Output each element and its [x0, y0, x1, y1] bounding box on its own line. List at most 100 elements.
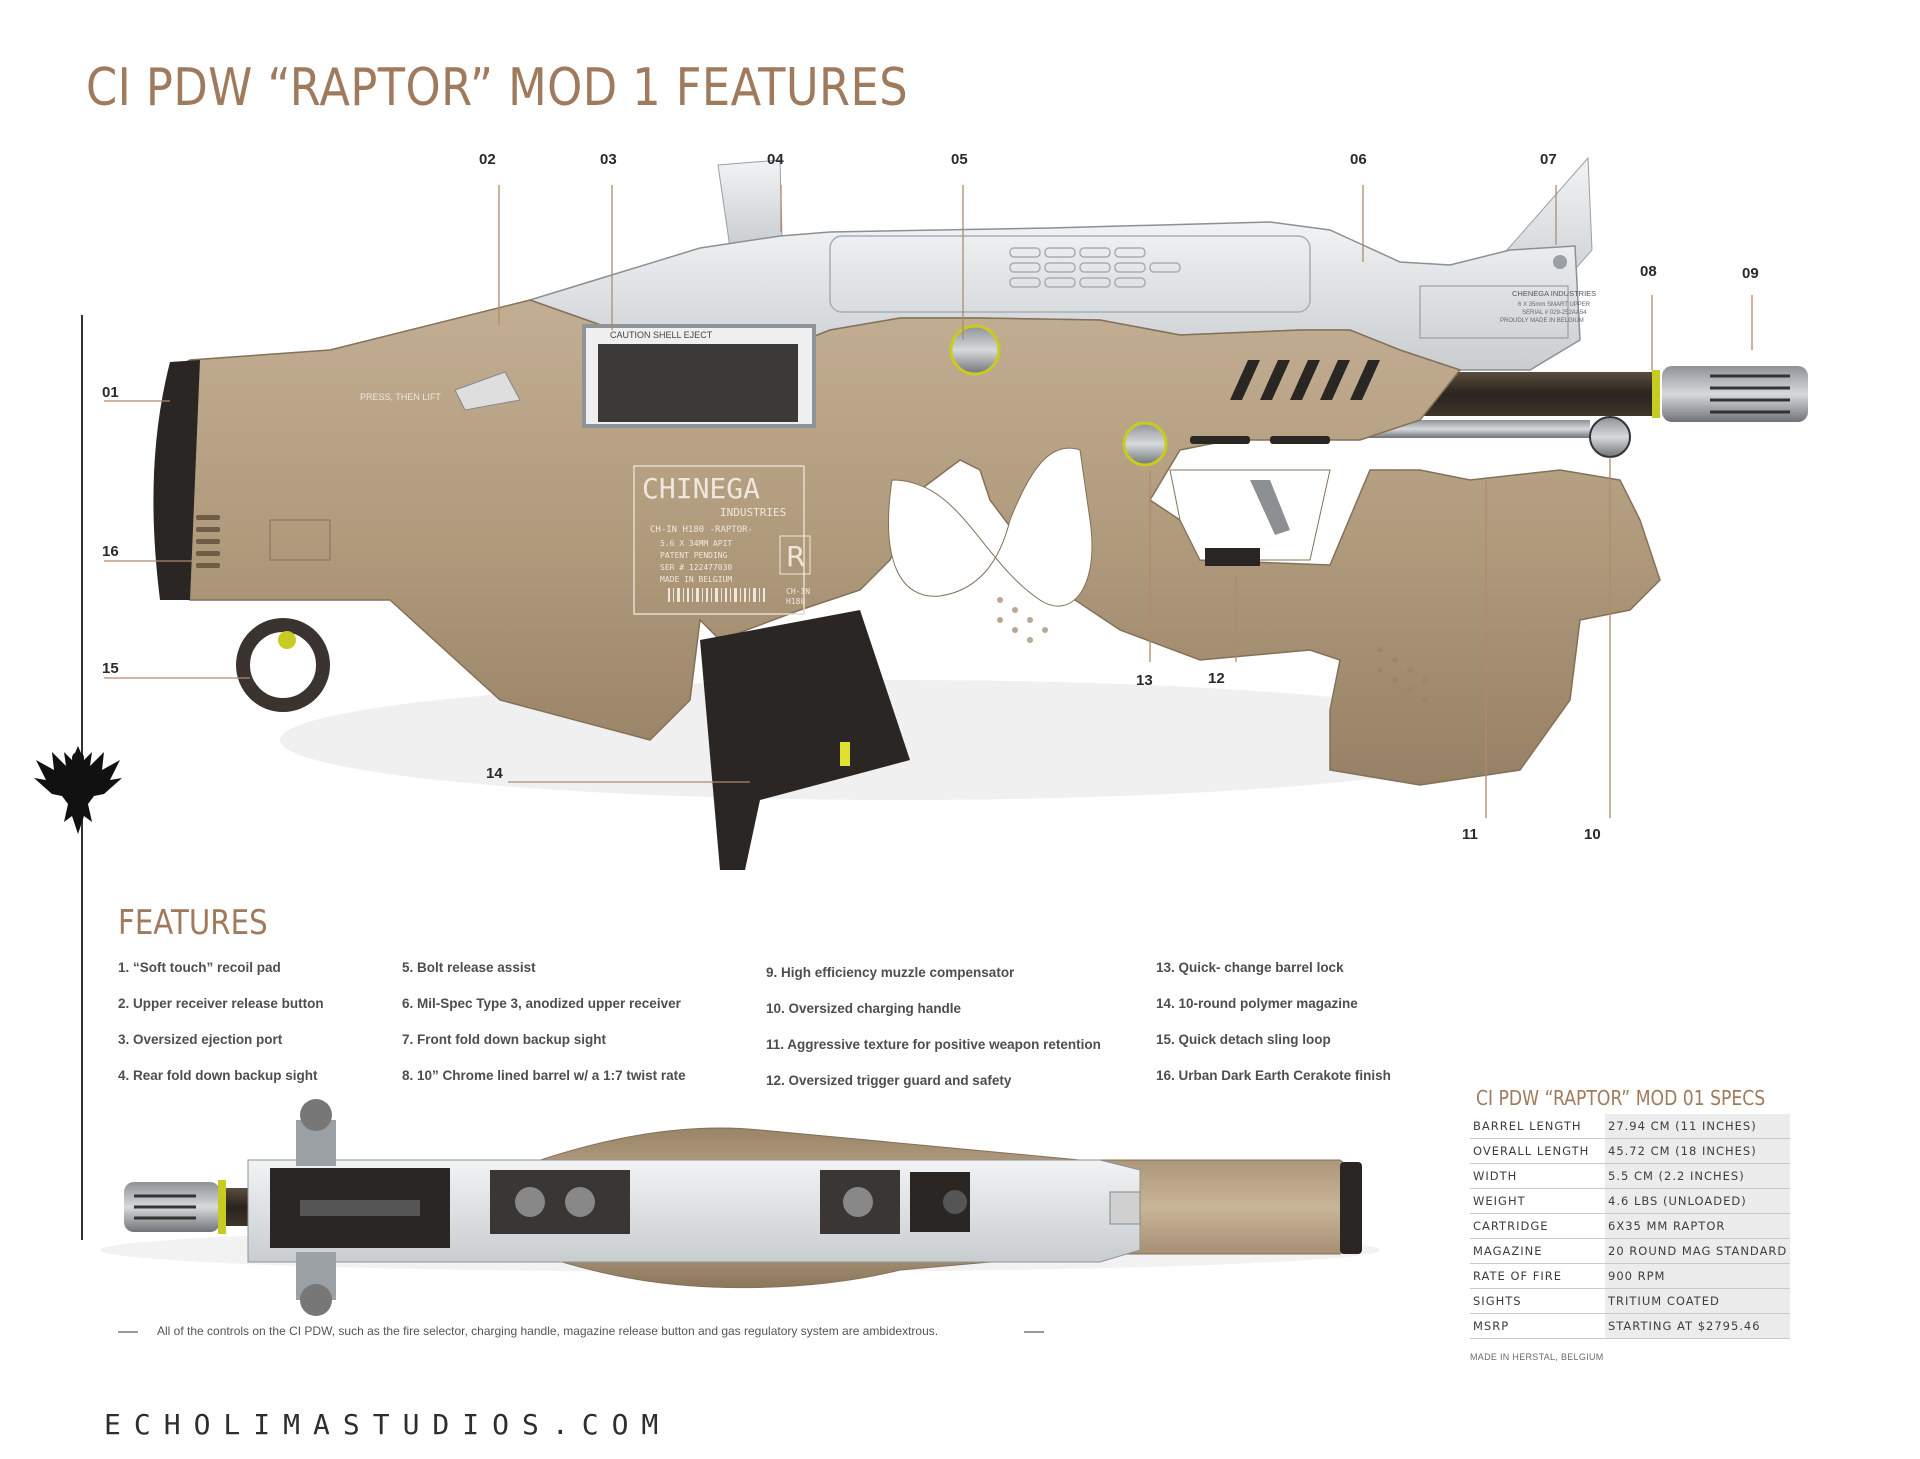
feature-item: 4. Rear fold down backup sight — [118, 1068, 318, 1083]
brand-engraving: CHINEGA — [642, 472, 760, 505]
feature-item: 12. Oversized trigger guard and safety — [766, 1073, 1012, 1088]
callout-14: 14 — [486, 765, 503, 782]
specs-title: CI PDW “RAPTOR” MOD 01 SPECS — [1476, 1086, 1766, 1110]
muzzle-compensator — [1662, 366, 1808, 422]
features-column-4: 13. Quick- change barrel lock 14. 10-rou… — [1156, 958, 1391, 1102]
upper-brand-text: CHENEGA INDUSTRIES — [1512, 289, 1596, 298]
callout-02: 02 — [479, 151, 496, 168]
feature-item: 16. Urban Dark Earth Cerakote finish — [1156, 1068, 1391, 1083]
sling-loop — [236, 618, 330, 712]
spec-value: 900 RPM — [1605, 1263, 1790, 1289]
caution-text: CAUTION SHELL EJECT — [610, 330, 713, 340]
spec-value: 6X35 MM RAPTOR — [1605, 1213, 1790, 1239]
upper-line1-text: 6 X 35mm SMART UPPER — [1518, 302, 1591, 308]
rear-backup-sight — [717, 159, 783, 249]
spec-label: WIDTH — [1470, 1163, 1605, 1189]
callout-06: 06 — [1350, 151, 1367, 168]
upper-serial-plate — [1419, 285, 1569, 339]
caliber-engraving: 5.6 X 34MM APIT — [660, 539, 732, 548]
feature-item: 13. Quick- change barrel lock — [1156, 960, 1344, 975]
callout-05: 05 — [951, 151, 968, 168]
industries-engraving: INDUSTRIES — [720, 506, 786, 519]
callout-11: 11 — [1462, 826, 1478, 843]
feature-item: 10. Oversized charging handle — [766, 1001, 962, 1016]
feature-item: 15. Quick detach sling loop — [1156, 1032, 1331, 1047]
side-view: CHENEGA INDUSTRIES 6 X 35mm SMART UPPER … — [153, 156, 1808, 870]
callout-07: 07 — [1540, 151, 1557, 168]
spec-label: BARREL LENGTH — [1470, 1114, 1605, 1139]
spec-label: CARTRIDGE — [1470, 1213, 1605, 1239]
spec-label: MAGAZINE — [1470, 1238, 1605, 1264]
page-title: CI PDW “RAPTOR” MOD 1 FEATURES — [86, 58, 909, 118]
leader-lines — [104, 185, 1753, 818]
upper-line2-text: SERIAL # 029-252AA54 — [1522, 310, 1587, 316]
stock-vents — [196, 515, 220, 568]
callout-08: 08 — [1640, 263, 1657, 280]
charging-handle — [1589, 416, 1631, 458]
ambidextrous-note: All of the controls on the CI PDW, such … — [157, 1324, 939, 1338]
lower-vents — [1190, 360, 1380, 444]
callout-09: 09 — [1742, 265, 1759, 282]
feature-item: 6. Mil-Spec Type 3, anodized upper recei… — [402, 996, 681, 1011]
callout-12: 12 — [1208, 670, 1225, 687]
spec-value: 4.6 LBS (UNLOADED) — [1605, 1188, 1790, 1214]
spec-label: SIGHTS — [1470, 1288, 1605, 1314]
feature-item: 5. Bolt release assist — [402, 960, 536, 975]
features-column-2: 5. Bolt release assist 6. Mil-Spec Type … — [402, 958, 686, 1102]
callout-03: 03 — [600, 151, 617, 168]
spec-value: 20 ROUND MAG STANDARD — [1605, 1238, 1790, 1264]
feature-item: 8. 10” Chrome lined barrel w/ a 1:7 twis… — [402, 1068, 686, 1083]
barrel-lock — [1122, 421, 1168, 467]
features-heading: FEATURES — [118, 903, 268, 943]
callout-15: 15 — [102, 660, 119, 677]
feature-item: 11. Aggressive texture for positive weap… — [766, 1037, 1101, 1052]
press-then-lift-text: PRESS, THEN LIFT — [360, 392, 441, 402]
feature-item: 9. High efficiency muzzle compensator — [766, 965, 1015, 980]
feature-item: 1. “Soft touch” recoil pad — [118, 960, 281, 975]
features-column-1: 1. “Soft touch” recoil pad 2. Upper rece… — [118, 958, 324, 1102]
feature-item: 14. 10-round polymer magazine — [1156, 996, 1358, 1011]
eagle-logo-icon — [34, 746, 122, 834]
spec-value: 5.5 CM (2.2 INCHES) — [1605, 1163, 1790, 1189]
callout-10: 10 — [1584, 826, 1601, 843]
website-url: ECHOLIMASTUDIOS.COM — [104, 1408, 672, 1441]
spec-value: 27.94 CM (11 INCHES) — [1605, 1114, 1790, 1139]
note-dash-right — [1024, 1331, 1044, 1333]
made-engraving: MADE IN BELGIUM — [660, 575, 732, 584]
upper-line3-text: PROUDLY MADE IN BELGIUM — [1500, 318, 1584, 324]
model-engraving: CH-IN H180 -RAPTOR- — [650, 525, 753, 535]
callout-16: 16 — [102, 543, 119, 560]
barrel — [1420, 372, 1660, 416]
feature-item: 7. Front fold down backup sight — [402, 1032, 606, 1047]
patent-engraving: PATENT PENDING — [660, 551, 728, 560]
chin-engraving: CH-IN — [786, 587, 810, 596]
note-dash-left — [118, 1331, 138, 1333]
lower-receiver — [174, 299, 1661, 786]
serial-engraving: SER # 122477030 — [660, 563, 732, 572]
recoil-pad — [153, 360, 200, 600]
feature-item: 2. Upper receiver release button — [118, 996, 324, 1011]
spec-label: RATE OF FIRE — [1470, 1263, 1605, 1289]
r-badge: R — [786, 540, 805, 573]
engraved-plate: CHINEGA INDUSTRIES CH-IN H180 -RAPTOR- 5… — [633, 465, 811, 615]
h180-engraving: H180 — [786, 597, 805, 606]
top-view — [100, 1099, 1380, 1316]
spec-value: STARTING AT $2795.46 — [1605, 1313, 1790, 1339]
grip-texture — [997, 597, 1428, 703]
magazine — [700, 610, 910, 870]
spec-value: TRITIUM COATED — [1605, 1288, 1790, 1314]
spec-label: OVERALL LENGTH — [1470, 1138, 1605, 1164]
features-column-3: 9. High efficiency muzzle compensator 10… — [766, 963, 1101, 1107]
upper-panel-vent — [829, 235, 1311, 313]
spec-label: MSRP — [1470, 1313, 1605, 1339]
feature-item: 3. Oversized ejection port — [118, 1032, 283, 1047]
